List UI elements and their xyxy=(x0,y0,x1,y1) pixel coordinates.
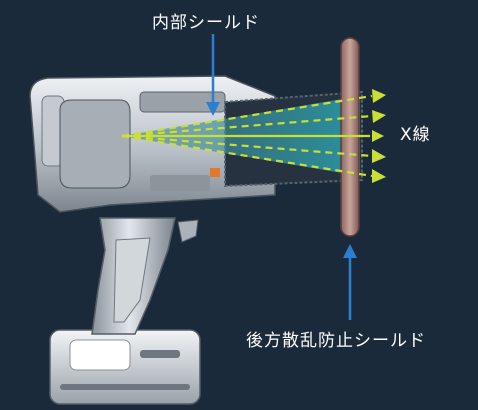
arrow-down-icon xyxy=(206,102,220,116)
internal-shield-label: 内部シールド xyxy=(152,13,260,33)
arrow-right-icon xyxy=(372,110,386,123)
backscatter-shield-pointer xyxy=(343,244,357,320)
arrow-right-icon xyxy=(372,130,384,142)
arrow-right-icon xyxy=(372,169,386,183)
arrow-right-icon xyxy=(372,89,386,103)
arrow-right-icon xyxy=(372,149,386,163)
backscatter-shield-label: 後方散乱防止シールド xyxy=(246,331,426,351)
trigger xyxy=(177,219,199,243)
xray-label: X線 xyxy=(400,125,431,145)
indicator-light xyxy=(210,168,220,177)
arrow-up-icon xyxy=(343,244,357,258)
internal-shield-pointer xyxy=(206,34,220,116)
xray-beam xyxy=(121,89,386,183)
battery-latch xyxy=(69,339,131,371)
